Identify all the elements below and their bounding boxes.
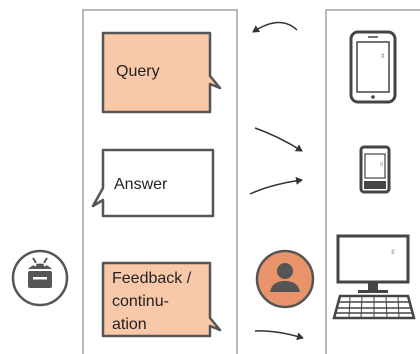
svg-text:♯: ♯	[380, 161, 383, 168]
query-bubble: Query	[101, 31, 222, 114]
feedback-line-1: Feedback /	[112, 270, 192, 287]
svg-text:♯: ♯	[391, 249, 395, 256]
arrow-device-to-query	[252, 21, 298, 33]
feedback-label: Feedback / continu- ation	[112, 270, 196, 333]
query-label: Query	[116, 63, 160, 80]
user-icon	[255, 249, 315, 309]
robot-icon	[11, 249, 69, 307]
arrow-query-to-device	[254, 127, 303, 152]
arrow-device-to-answer	[249, 176, 303, 195]
phone-icon: ♯	[359, 145, 391, 194]
feedback-line-2: continu-	[112, 293, 169, 310]
tablet-icon: ♯	[349, 30, 397, 104]
answer-bubble: Answer	[91, 148, 215, 218]
arrow-feedback-to-device	[254, 330, 304, 341]
feedback-line-3: ation	[112, 316, 147, 333]
answer-label: Answer	[114, 176, 168, 193]
feedback-bubble: Feedback / continu- ation	[101, 261, 222, 338]
desktop-computer-icon: ♯	[332, 234, 416, 320]
svg-text:♯: ♯	[381, 53, 385, 60]
